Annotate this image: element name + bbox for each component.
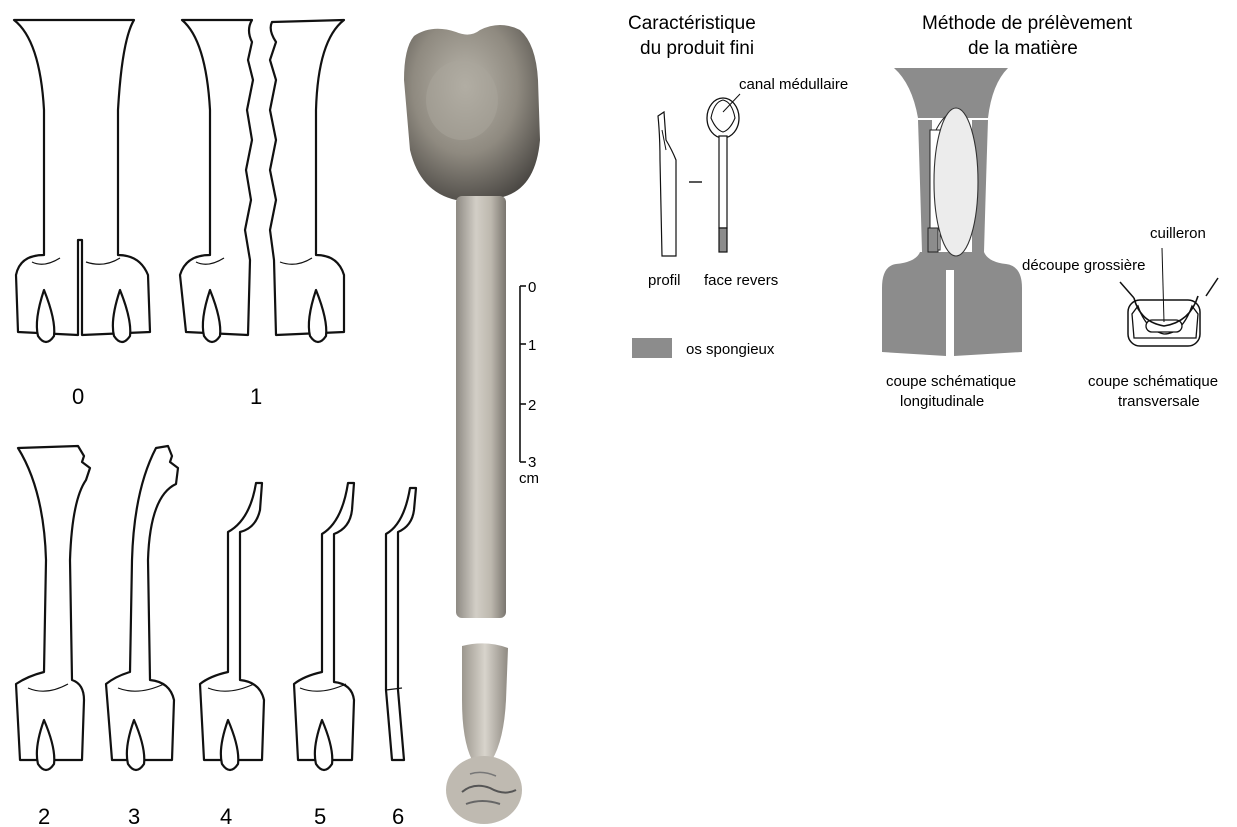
canal-label: canal médullaire: [739, 76, 848, 93]
scale-bar: [520, 286, 526, 462]
cuilleron-label: cuilleron: [1150, 225, 1206, 242]
method-heading-2: de la matière: [968, 38, 1078, 59]
bone-stage-0: [14, 20, 150, 342]
scale-tick-3: 3: [528, 454, 536, 471]
scale-tick-2: 2: [528, 397, 536, 414]
product-heading-2: du produit fini: [640, 38, 754, 59]
product-heading-1: Caractéristique: [628, 13, 756, 34]
stage-label-6: 6: [392, 804, 404, 827]
face-revers-drawing: [707, 94, 740, 252]
stage-label-1: 1: [250, 384, 262, 409]
bone-stage-1: [180, 20, 344, 342]
face-revers-label: face revers: [704, 272, 778, 289]
stage-label-0: 0: [72, 384, 84, 409]
scale-unit: cm: [519, 470, 539, 487]
legend-label: os spongieux: [686, 341, 775, 358]
bone-stage-3: [106, 446, 178, 770]
scale-tick-0: 0: [528, 279, 536, 296]
stage-label-2: 2: [38, 804, 50, 827]
stage-label-4: 4: [220, 804, 232, 827]
long-caption-1: coupe schématique: [886, 373, 1016, 390]
bone-stage-2: [16, 446, 90, 770]
bone-stage-6: [386, 488, 416, 760]
profile-drawing: [658, 112, 676, 256]
bone-stage-5: [294, 483, 354, 770]
stage-label-5: 5: [314, 804, 326, 827]
legend-swatch: [632, 338, 672, 358]
profile-label: profil: [648, 272, 681, 289]
stage-label-3: 3: [128, 804, 140, 827]
trans-caption-2: transversale: [1118, 393, 1200, 410]
method-heading-1: Méthode de prélèvement: [922, 13, 1133, 34]
trans-caption-1: coupe schématique: [1088, 373, 1218, 390]
decoupe-label: découpe grossière: [1022, 257, 1145, 274]
scale-tick-1: 1: [528, 337, 536, 354]
longitudinal-section: [882, 68, 1022, 356]
long-caption-2: longitudinale: [900, 393, 984, 410]
bone-stage-4: [200, 483, 264, 770]
